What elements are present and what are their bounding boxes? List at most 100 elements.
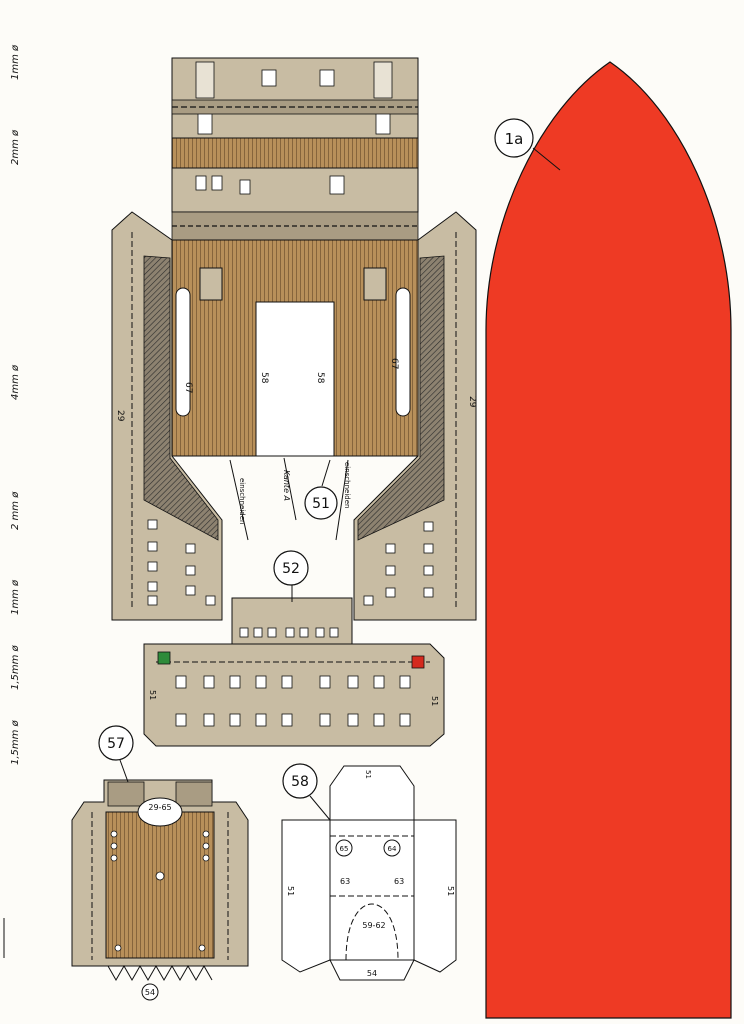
margin-marks: 1mm ø 2mm ø 4mm ø 2 mm ø 1mm ø 1,5mm ø 1…	[3, 44, 21, 958]
p57-stair-left	[107, 781, 145, 807]
p58-label-range: 59-62	[362, 921, 385, 930]
margin-mark-1: 1mm ø	[10, 44, 21, 80]
margin-mark-5: 1mm ø	[10, 579, 21, 615]
hull-label-circle	[494, 118, 534, 158]
top-vent-1	[261, 69, 277, 87]
left-port-4	[147, 581, 158, 592]
p52-tab	[231, 597, 353, 647]
left-port-8	[185, 585, 196, 596]
second-vent-1	[195, 175, 207, 191]
margin-mark-2: 2mm ø	[10, 129, 21, 165]
p58-bottom-flap	[329, 959, 415, 981]
part-52-panel: 51 51 52	[143, 550, 445, 747]
p58-part-number: 58	[291, 774, 309, 790]
p57-bottom-circle	[141, 983, 159, 1001]
left-port-6	[185, 543, 196, 554]
p58-label-51-right: 51	[446, 886, 455, 896]
margin-mark-3: 4mm ø	[10, 364, 21, 400]
p57-range-label: 29-65	[148, 803, 171, 812]
part-51-deck-unit: 58 58 67 67 29 29 einschneid	[111, 57, 477, 621]
p58-left-flap	[281, 819, 331, 973]
p52-window-row-1	[175, 675, 411, 689]
p57-bollards	[110, 830, 210, 952]
kante-a: Kante A	[282, 470, 291, 501]
einschneiden-left: einschneiden	[238, 478, 246, 525]
p58-arch	[345, 903, 399, 961]
right-port-6	[423, 565, 434, 576]
right-port-2	[385, 565, 396, 576]
p52-part-number: 52	[282, 561, 300, 577]
p58-circle-65	[335, 839, 353, 857]
right-port-4	[423, 521, 434, 532]
left-port-7	[185, 565, 196, 576]
p58-label-63-left: 63	[340, 877, 350, 886]
p57-stair-right	[175, 781, 213, 807]
p57-part-number: 57	[107, 736, 125, 752]
right-port-3	[385, 587, 396, 598]
second-vent-3	[239, 179, 251, 195]
label-29-right: 29	[467, 396, 477, 408]
p52-window-row-2	[175, 713, 411, 727]
margin-mark-6: 1,5mm ø	[10, 644, 21, 690]
einschneiden-right: einschneiden	[343, 462, 351, 509]
right-port-1	[385, 543, 396, 554]
p57-deck	[105, 811, 215, 959]
top-vent-2	[319, 69, 335, 87]
p52-top-windows	[239, 627, 339, 638]
p58-label-64: 64	[388, 845, 397, 853]
right-port-7	[423, 587, 434, 598]
p52-label-circle	[273, 550, 309, 586]
hull-leader	[532, 147, 561, 171]
p52-body	[143, 643, 445, 747]
p58-leader	[309, 795, 331, 821]
p51-leader	[321, 459, 331, 487]
left-port-2	[147, 541, 158, 552]
hull-part-number: 1a	[505, 130, 524, 148]
label-67-right: 67	[389, 358, 399, 369]
p57-teeth	[107, 964, 213, 982]
second-bulkhead	[171, 167, 419, 213]
part-58-net: 65 64 63 63 59-62 54 51 51 51 58	[281, 763, 457, 981]
p57-leader	[119, 759, 129, 783]
part-57: 29-65 54 57	[71, 725, 249, 1001]
p58-circle-64	[383, 839, 401, 857]
p57-label-circle	[98, 725, 134, 761]
p51-part-number: 51	[312, 496, 330, 512]
hull-shape	[485, 61, 732, 1019]
cut-line-left	[229, 459, 249, 541]
p58-label-51-top: 51	[364, 770, 372, 779]
p52-label-51-left: 51	[148, 690, 157, 700]
right-wing-hatched	[357, 255, 445, 541]
left-wing-hatched	[143, 255, 219, 541]
p58-label-65: 65	[340, 845, 349, 853]
lifeboat-left	[175, 287, 191, 417]
margin-mark-4: 2 mm ø	[10, 491, 21, 530]
p57-bottom-label: 54	[145, 988, 155, 997]
left-port-9	[205, 595, 216, 606]
deck-cutout	[255, 301, 335, 457]
left-port-1	[147, 519, 158, 530]
second-vent-2	[211, 175, 223, 191]
p58-label-51-left: 51	[286, 886, 295, 896]
p52-label-51-right: 51	[430, 696, 439, 706]
p52-light-green	[157, 651, 171, 665]
deck-fitting-right	[363, 267, 387, 301]
right-port-8	[363, 595, 374, 606]
right-port-5	[423, 543, 434, 554]
p57-arch	[137, 797, 183, 827]
lifeboat-right	[395, 287, 411, 417]
p52-light-red	[411, 655, 425, 669]
top-deck-strip	[171, 137, 419, 169]
top-stair-left	[195, 61, 215, 99]
edge-a-leader	[283, 457, 297, 521]
cut-line-right	[335, 459, 349, 541]
label-58-right: 58	[315, 372, 325, 384]
label-67-left: 67	[183, 382, 193, 393]
p58-label-circle	[282, 763, 318, 799]
part-1a-hull: 1a	[485, 61, 732, 1019]
second-vent-4	[329, 175, 345, 195]
margin-mark-7: 1,5mm ø	[10, 719, 21, 765]
label-58-left: 58	[259, 372, 269, 384]
p51-label-circle	[304, 486, 338, 520]
